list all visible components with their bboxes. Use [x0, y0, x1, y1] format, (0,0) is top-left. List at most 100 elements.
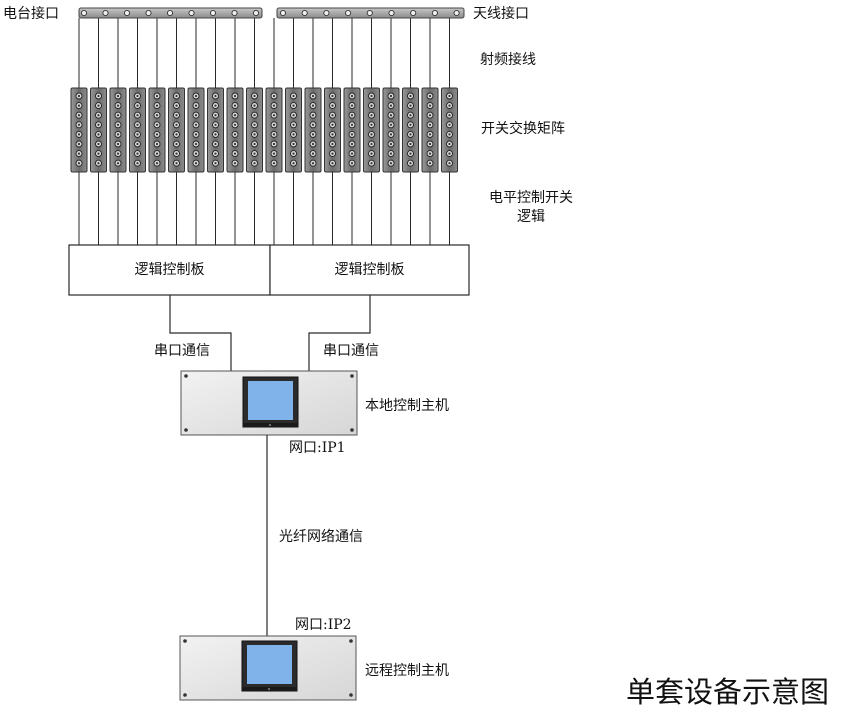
module-port-core [194, 123, 198, 126]
module-port-core [116, 94, 120, 98]
switch-module-body [90, 87, 107, 173]
module-port-core [409, 123, 412, 126]
module-port-core [331, 162, 334, 165]
rail-connector [102, 9, 109, 17]
rail-connector [431, 9, 438, 17]
rail-connector [345, 9, 352, 17]
rail-connector [252, 9, 260, 17]
module-port-core [214, 133, 217, 136]
remote-host-label: 远程控制主机 [365, 663, 449, 679]
module-port-core [116, 162, 120, 165]
module-port-core [155, 162, 159, 165]
module-port-core [97, 94, 100, 98]
module-port-core [97, 114, 100, 117]
module-port-core [77, 142, 81, 146]
rail-connector [279, 9, 287, 17]
switch-module-body [421, 87, 439, 173]
module-port-core [389, 133, 393, 136]
switch-module-body [187, 87, 205, 173]
module-port-core [409, 94, 412, 98]
rf-cables [78, 18, 450, 88]
module-port-core [389, 142, 393, 146]
module-port-core [448, 142, 451, 146]
rail-connector [453, 9, 460, 17]
module-port-core [370, 104, 373, 107]
module-port-core [214, 142, 217, 146]
module-port-core [116, 123, 120, 126]
local-host-label: 本地控制主机 [365, 398, 449, 414]
module-port-core [311, 114, 315, 117]
switch-module [343, 87, 361, 173]
module-port-core [214, 104, 217, 107]
module-port-core [389, 162, 393, 165]
module-port-core [331, 152, 334, 155]
module-port-core [389, 104, 393, 107]
connector-rail-dots [80, 9, 460, 17]
module-port-core [253, 94, 256, 98]
switch-module-body [265, 87, 283, 173]
level-control-label-line1: 电平控制开关 [489, 190, 573, 206]
logic-board-left [68, 244, 271, 296]
module-port-core [233, 162, 237, 165]
switch-module-body [246, 87, 263, 173]
rail-connector [166, 9, 174, 17]
module-port-core [448, 104, 451, 107]
module-port-core [292, 142, 295, 146]
module-port-core [253, 162, 256, 165]
serial-right-label: 串口通信 [323, 343, 379, 359]
switch-module [207, 87, 224, 173]
antenna-interface-label: 天线接口 [473, 6, 529, 22]
module-port-core [292, 114, 295, 117]
rail-connector [366, 9, 373, 17]
rail-connector [123, 9, 131, 17]
switch-module [129, 87, 146, 173]
module-port-core [350, 114, 354, 117]
switch-module-body [343, 87, 361, 173]
module-port-core [175, 133, 178, 136]
module-port-core [311, 152, 315, 155]
switch-module [285, 87, 302, 173]
module-port-core [253, 133, 256, 136]
module-port-core [116, 114, 120, 117]
module-port-core [272, 162, 276, 165]
module-port-core [409, 104, 412, 107]
remote-control-host [179, 635, 357, 701]
net-port-ip2-label: 网口:IP2 [295, 617, 352, 633]
module-port-core [389, 114, 393, 117]
switch-module [421, 87, 439, 173]
module-port-core [448, 123, 451, 126]
serial-left-label: 串口通信 [154, 343, 210, 359]
module-port-core [194, 104, 198, 107]
remote-host-screen [247, 645, 292, 684]
module-port-core [272, 114, 276, 117]
module-port-core [292, 123, 295, 126]
module-port-core [214, 162, 217, 165]
module-port-core [116, 152, 120, 155]
module-port-core [175, 162, 178, 165]
diagram-title: 单套设备示意图 [626, 675, 830, 709]
module-port-core [116, 142, 120, 146]
module-port-core [194, 114, 198, 117]
module-port-core [77, 114, 81, 117]
module-port-core [175, 104, 178, 107]
module-port-core [194, 94, 198, 98]
module-port-core [233, 94, 237, 98]
module-port-core [136, 133, 139, 136]
module-port-core [136, 123, 139, 126]
switch-module [441, 87, 458, 173]
module-port-core [253, 142, 256, 146]
switch-module [168, 87, 185, 173]
switch-module-body [304, 87, 322, 173]
module-port-core [116, 104, 120, 107]
module-port-core [428, 152, 432, 155]
module-port-core [428, 94, 432, 98]
module-port-core [272, 104, 276, 107]
module-port-core [448, 162, 451, 165]
module-port-core [136, 94, 139, 98]
module-port-core [350, 152, 354, 155]
module-port-core [428, 133, 432, 136]
rail-connector [301, 9, 308, 17]
module-port-core [155, 152, 159, 155]
module-port-core [370, 123, 373, 126]
